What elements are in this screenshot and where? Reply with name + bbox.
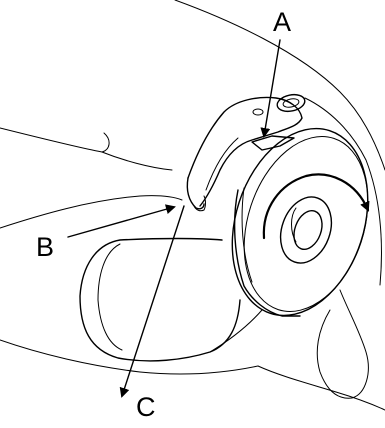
small-hole-icon xyxy=(253,109,263,115)
callouts xyxy=(68,40,280,396)
callout-b-arrow xyxy=(68,207,174,237)
thumb-nail xyxy=(98,244,122,350)
finger-upper-crease xyxy=(102,152,172,170)
label-c: C xyxy=(136,392,156,422)
finger-upper-outline xyxy=(0,128,109,152)
rotation-direction-arrow xyxy=(264,174,368,238)
bobbin-hub-outer xyxy=(272,190,340,270)
lower-body-curve xyxy=(258,366,385,410)
shuttle-lower-hook xyxy=(317,290,368,398)
bobbin-case-latch xyxy=(187,92,306,211)
bobbin-case-wall-inner xyxy=(242,188,252,282)
machine-body xyxy=(175,0,385,410)
callout-c-line xyxy=(122,206,184,396)
thumb-lower xyxy=(0,340,258,374)
label-a: A xyxy=(273,7,291,37)
callout-a-arrow xyxy=(264,40,280,136)
palm-lower xyxy=(210,310,262,352)
latch-inner-line xyxy=(206,138,238,190)
bobbin-hub-inner xyxy=(289,207,327,253)
bobbin-case xyxy=(209,111,385,333)
thumb-outline xyxy=(80,239,240,361)
label-b: B xyxy=(36,232,54,262)
